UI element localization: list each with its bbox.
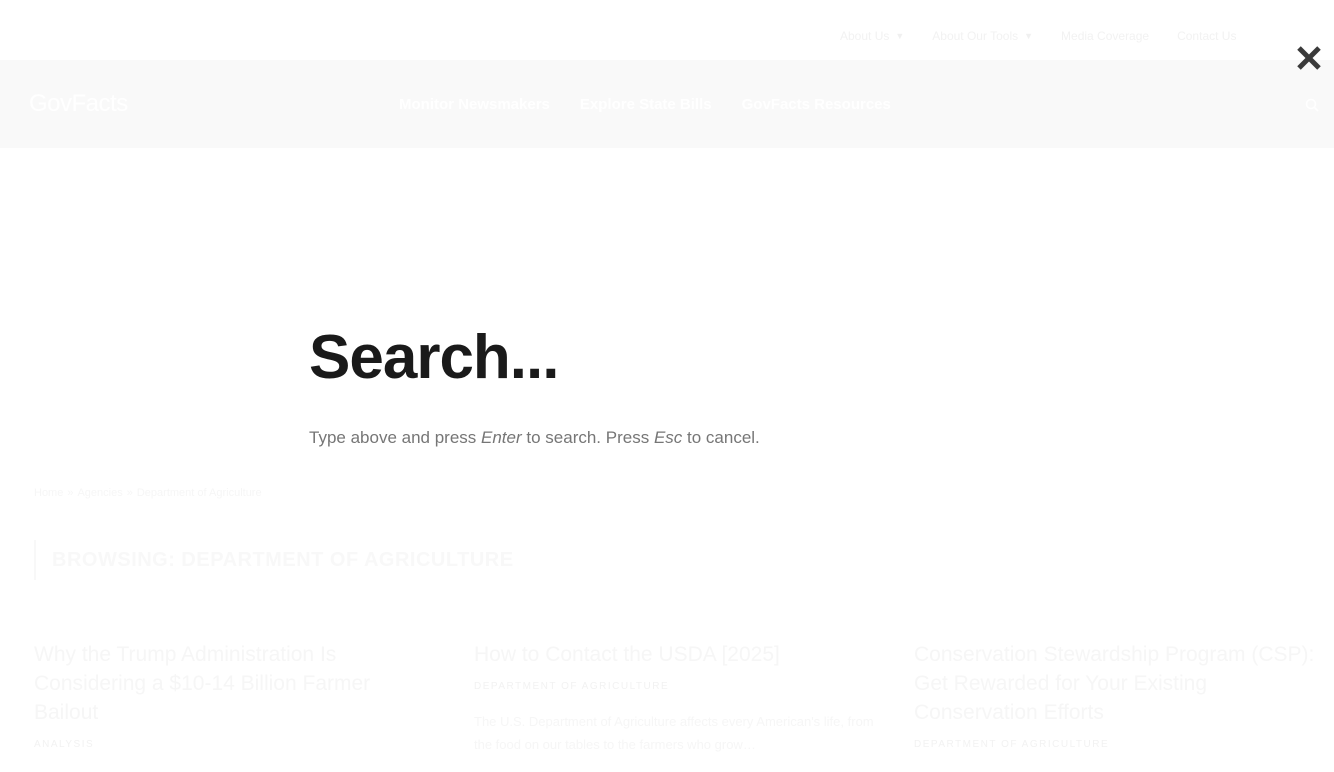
nav-monitor-newsmakers[interactable]: Monitor Newsmakers (399, 95, 550, 113)
esc-key-label: Esc (653, 428, 683, 447)
article-list: Why the Trump Administration Is Consider… (34, 640, 1318, 756)
site-logo[interactable]: GovFacts (29, 90, 128, 117)
article-card: Why the Trump Administration Is Consider… (34, 640, 436, 756)
header-search-button[interactable] (1302, 82, 1322, 128)
search-icon (1305, 98, 1319, 112)
close-search-button[interactable] (1286, 36, 1332, 80)
breadcrumb-agencies[interactable]: Agencies (77, 487, 123, 499)
breadcrumb-current: Department of Agriculture (136, 487, 262, 499)
top-nav: About Us ▼ About Our Tools ▼ Media Cover… (826, 13, 1250, 59)
breadcrumb-separator: » (126, 487, 133, 499)
close-icon (1297, 46, 1321, 70)
top-nav-label: About Our Tools (932, 29, 1019, 43)
search-input[interactable] (309, 312, 1041, 402)
article-title-link[interactable]: Why the Trump Administration Is Consider… (34, 643, 371, 724)
top-nav-contact-us[interactable]: Contact Us (1163, 13, 1250, 59)
top-nav-about-our-tools[interactable]: About Our Tools ▼ (918, 13, 1047, 59)
nav-explore-state-bills[interactable]: Explore State Bills (579, 95, 712, 113)
article-category-link[interactable]: ANALYSIS (34, 739, 95, 750)
top-nav-about-us[interactable]: About Us ▼ (826, 13, 918, 59)
article-card: How to Contact the USDA [2025] DEPARTMEN… (474, 640, 876, 756)
main-nav: Monitor Newsmakers Explore State Bills G… (384, 60, 906, 148)
enter-key-label: Enter (481, 428, 522, 447)
article-category-link[interactable]: DEPARTMENT OF AGRICULTURE (914, 739, 1110, 750)
site-header: GovFacts Monitor Newsmakers Explore Stat… (0, 60, 1334, 148)
article-category-link[interactable]: DEPARTMENT OF AGRICULTURE (474, 681, 670, 692)
search-hint: Type above and press Enter to search. Pr… (309, 428, 760, 447)
chevron-down-icon: ▼ (895, 31, 905, 41)
nav-govfacts-resources[interactable]: GovFacts Resources (741, 95, 891, 113)
browsing-heading: BROWSING: DEPARTMENT OF AGRICULTURE (34, 540, 514, 580)
article-title-link[interactable]: How to Contact the USDA [2025] (474, 643, 780, 666)
article-card: Conservation Stewardship Program (CSP): … (914, 640, 1316, 756)
top-nav-media-coverage[interactable]: Media Coverage (1047, 13, 1163, 59)
top-nav-label: Media Coverage (1061, 29, 1150, 43)
top-nav-label: About Us (840, 29, 890, 43)
breadcrumb-home[interactable]: Home (34, 487, 64, 499)
top-bar: About Us ▼ About Our Tools ▼ Media Cover… (0, 0, 1334, 60)
top-nav-label: Contact Us (1177, 29, 1237, 43)
breadcrumb: Home » Agencies » Department of Agricult… (34, 487, 262, 499)
search-form: Type above and press Enter to search. Pr… (39, 171, 1312, 467)
article-excerpt: The U.S. Department of Agriculture affec… (474, 714, 874, 752)
chevron-down-icon: ▼ (1024, 31, 1034, 41)
breadcrumb-separator: » (67, 487, 74, 499)
article-title-link[interactable]: Conservation Stewardship Program (CSP): … (914, 643, 1315, 724)
